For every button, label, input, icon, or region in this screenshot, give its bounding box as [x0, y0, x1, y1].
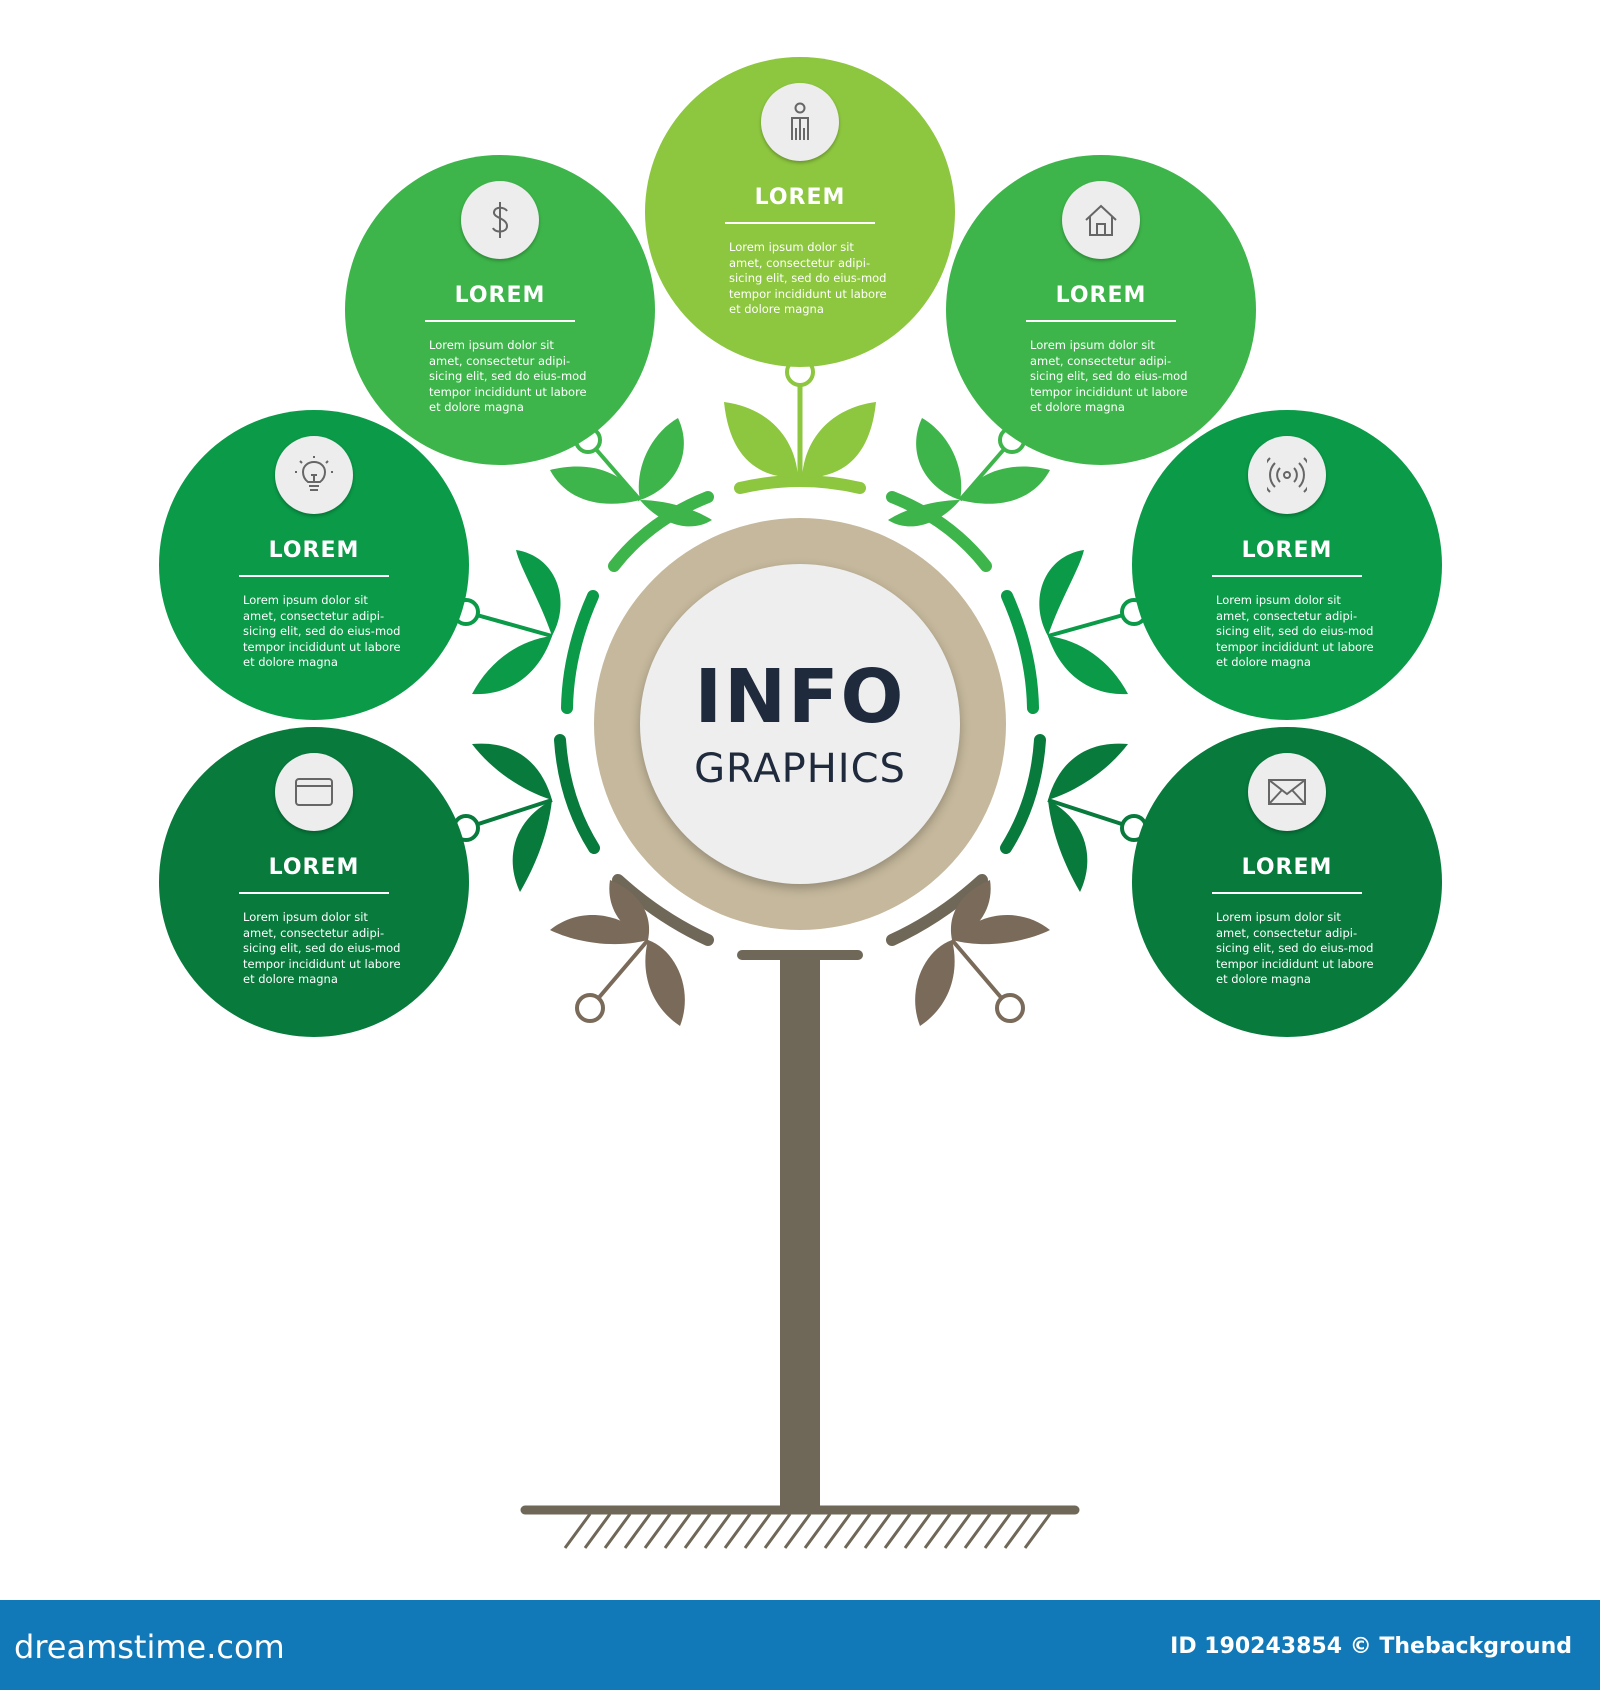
arc-low-right [1000, 734, 1046, 854]
node-top-body: Lorem ipsum dolor sit amet, consectetur … [729, 240, 887, 316]
branch-lower-left [452, 743, 553, 892]
node-lower-right: LOREM Lorem ipsum dolor sit amet, consec… [1132, 727, 1442, 1037]
branch-middle-right [1039, 550, 1148, 695]
node-middle-left: LOREM Lorem ipsum dolor sit amet, consec… [159, 410, 469, 720]
node-upper-left: LOREM Lorem ipsum dolor sit amet, consec… [345, 155, 655, 465]
center-title: INFO [694, 654, 906, 740]
branch-bottom-right [915, 880, 1050, 1026]
branch-bottom-left [550, 880, 685, 1026]
footer-bar: dreamstime.com ID 190243854 © Thebackgro… [0, 1600, 1600, 1690]
node-upper-right: LOREM Lorem ipsum dolor sit amet, consec… [946, 155, 1256, 465]
node-top-divider [725, 222, 875, 224]
node-lower-left-divider [239, 892, 389, 894]
node-upper-right-divider [1026, 320, 1176, 322]
node-upper-right-icon-disc [1062, 181, 1140, 259]
dollar-icon [492, 202, 509, 238]
arc-low-left [554, 734, 600, 854]
arc-top-right [886, 491, 992, 572]
card-icon [295, 778, 333, 806]
node-middle-right-divider [1212, 575, 1362, 577]
node-lower-right-title: LOREM [1241, 855, 1333, 880]
branch-upper-right [888, 418, 1050, 527]
arc-mid-right [1001, 590, 1039, 714]
home-icon [1085, 204, 1117, 236]
node-middle-right-title: LOREM [1241, 538, 1333, 563]
footer-brand[interactable]: dreamstime.com [14, 1628, 285, 1666]
node-top-title: LOREM [754, 185, 846, 210]
branch-middle-left [452, 550, 561, 695]
node-lower-left: LOREM Lorem ipsum dolor sit amet, consec… [159, 727, 469, 1037]
node-lower-left-body: Lorem ipsum dolor sit amet, consectetur … [243, 910, 401, 986]
envelope-icon [1268, 779, 1306, 805]
node-upper-left-divider [425, 320, 575, 322]
tree-trunk [780, 960, 820, 1508]
node-top-icon-disc [761, 83, 839, 161]
node-middle-right: LOREM Lorem ipsum dolor sit amet, consec… [1132, 410, 1442, 720]
footer-credit: ID 190243854 © Thebackground [1170, 1634, 1572, 1659]
center-disc: INFO GRAPHICS [640, 564, 960, 884]
node-middle-left-title: LOREM [268, 538, 360, 563]
arc-mid-left [561, 590, 599, 714]
node-upper-left-title: LOREM [454, 283, 546, 308]
node-top: LOREM Lorem ipsum dolor sit amet, consec… [645, 57, 955, 367]
node-middle-left-icon-disc [275, 436, 353, 514]
arc-top [734, 475, 866, 494]
node-upper-left-body: Lorem ipsum dolor sit amet, consectetur … [429, 338, 587, 414]
node-lower-right-divider [1212, 892, 1362, 894]
top-sprout [724, 357, 876, 480]
node-lower-right-icon-disc [1248, 753, 1326, 831]
node-upper-right-title: LOREM [1055, 283, 1147, 308]
arc-bottom-right [886, 874, 988, 946]
node-lower-left-icon-disc [275, 753, 353, 831]
wireless-icon [1267, 457, 1307, 493]
node-lower-left-title: LOREM [268, 855, 360, 880]
lightbulb-icon [295, 456, 333, 491]
node-middle-right-icon-disc [1248, 436, 1326, 514]
tree-illustration [452, 357, 1148, 1549]
node-lower-right-body: Lorem ipsum dolor sit amet, consectetur … [1216, 910, 1374, 986]
node-middle-right-body: Lorem ipsum dolor sit amet, consectetur … [1216, 593, 1374, 669]
arc-bottom-left [612, 874, 714, 946]
node-upper-right-body: Lorem ipsum dolor sit amet, consectetur … [1030, 338, 1188, 414]
person-icon [791, 102, 809, 140]
center-subtitle: GRAPHICS [694, 746, 906, 792]
node-middle-left-divider [239, 575, 389, 577]
node-upper-left-icon-disc [461, 181, 539, 259]
arc-top-left [608, 491, 714, 572]
ground-hatching [563, 1513, 1052, 1549]
node-middle-left-body: Lorem ipsum dolor sit amet, consectetur … [243, 593, 401, 669]
